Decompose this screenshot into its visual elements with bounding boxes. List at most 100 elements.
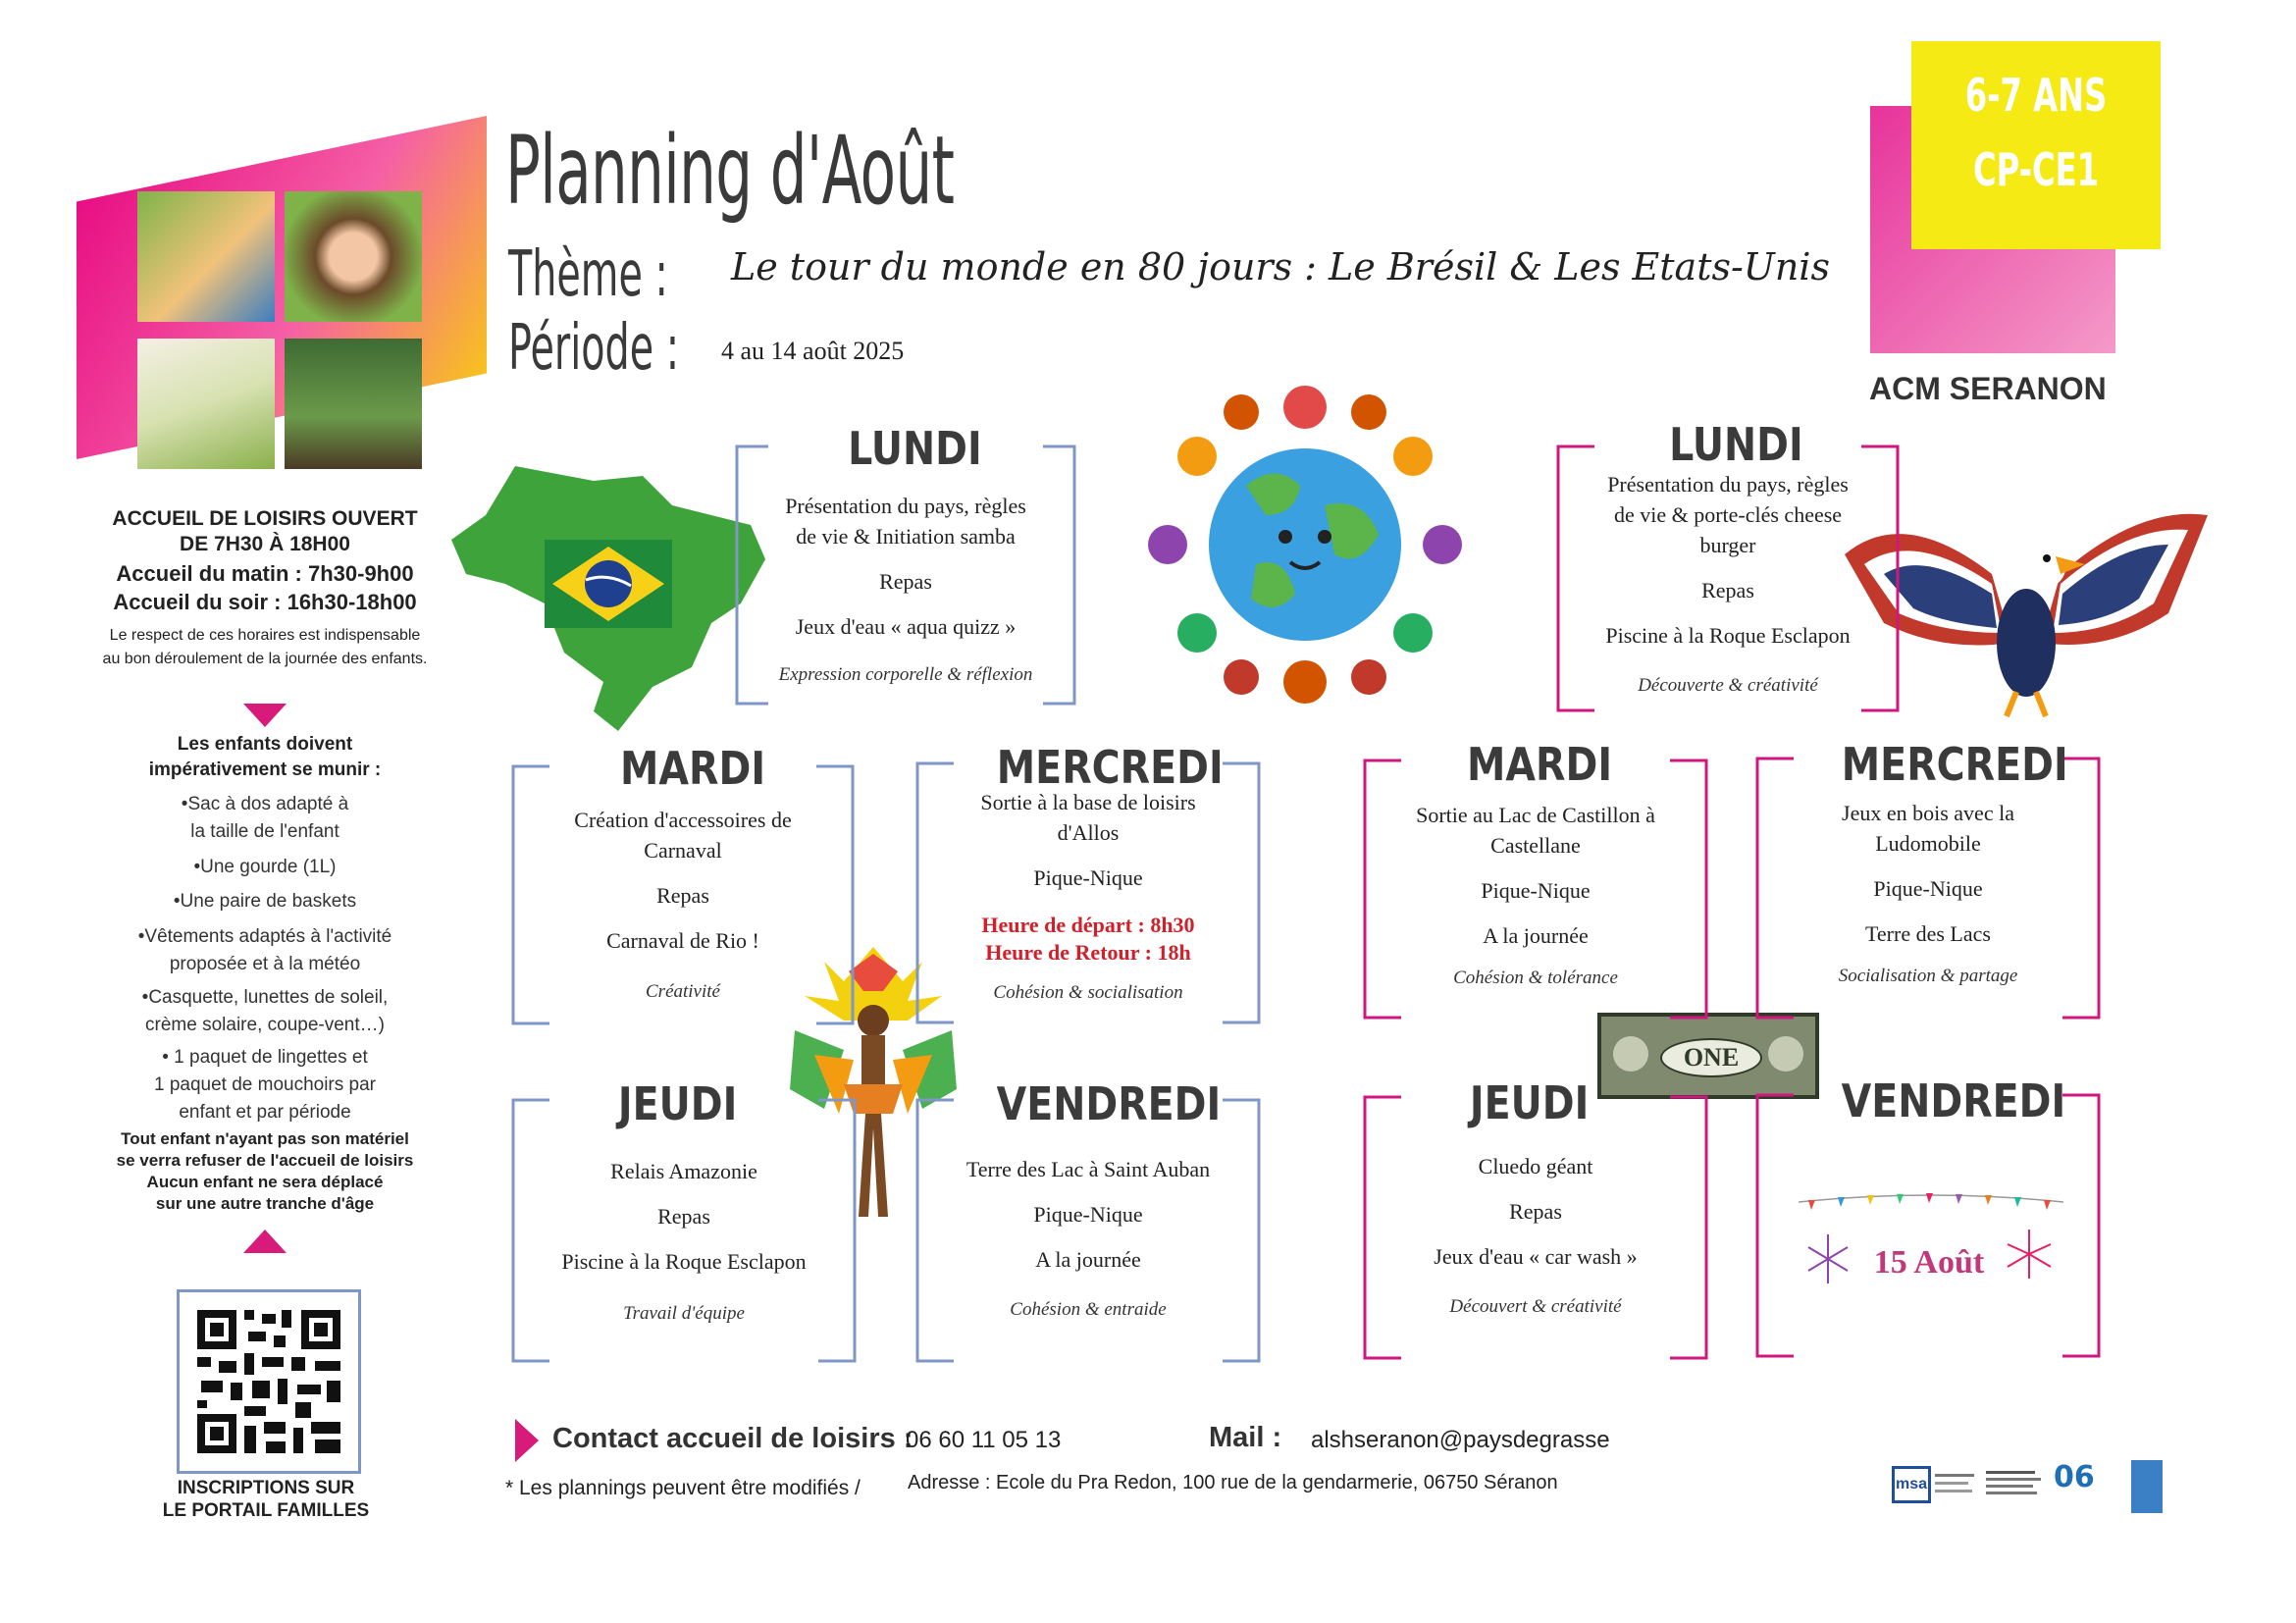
usa-vendredi-box: VENDREDI 15 Août (1754, 1074, 2102, 1359)
bracket-frame (1755, 757, 2101, 1020)
activity-line: Piscine à la Roque Esclapon (1605, 623, 1851, 648)
msa-logo: msa (1892, 1466, 1931, 1503)
age-range: 6-7 ANS (1964, 69, 2108, 122)
activity-tag: Cohésion & tolérance (1453, 968, 1618, 988)
activity-line: Carnaval (644, 838, 722, 863)
activity-line: Relais Amazonie (610, 1159, 757, 1183)
equipment-item: •Sac à dos adapté à (181, 794, 349, 814)
activity-line: Jeux en bois avec la (1842, 801, 2014, 825)
day-title-jeudi: JEUDI (617, 1077, 738, 1130)
equipment-heading-2: impérativement se munir : (148, 759, 382, 780)
period-label: Période : (508, 312, 680, 385)
brazil-mardi-box: MARDI Création d'accessoires de Carnaval… (510, 742, 856, 1026)
caf-logo (2131, 1460, 2163, 1513)
samba-dancer-illustration (790, 947, 957, 1217)
activity-line: Repas (657, 1204, 710, 1229)
activity-line: Castellane (1490, 833, 1581, 858)
contact-phone[interactable]: 06 60 11 05 13 (906, 1427, 1062, 1453)
dollar-eagle-seal-icon (1768, 1036, 1803, 1072)
mail-label: Mail : (1209, 1422, 1282, 1453)
equipment-item: crème solaire, coupe-vent…) (145, 1014, 385, 1035)
brazil-map-icon (451, 466, 765, 731)
activity-line: Piscine à la Roque Esclapon (561, 1249, 807, 1274)
equipment-item: •Casquette, lunettes de soleil, (141, 986, 389, 1008)
activity-line: Carnaval de Rio ! (606, 928, 759, 953)
organisation-name: ACM SERANON (1869, 371, 2107, 406)
globe-children-illustration (1148, 386, 1462, 704)
activity-tag: Expression corporelle & réflexion (778, 664, 1033, 685)
activity-line: Pique-Nique (1873, 876, 1983, 901)
activity-tag: Cohésion & entraide (1010, 1299, 1167, 1320)
contact-label: Contact accueil de loisirs : (552, 1423, 913, 1454)
bracket-frame (511, 764, 855, 1025)
opening-title-2: DE 7H30 À 18H00 (180, 533, 350, 555)
planning-note: * Les plannings peuvent être modifiés / (505, 1477, 861, 1499)
contact-email[interactable]: alshseranon@paysdegrasse (1311, 1427, 1610, 1453)
day-title-mercredi: MERCREDI (996, 741, 1224, 794)
photo-child-1 (137, 191, 275, 322)
bracket-frame (1363, 1095, 1708, 1360)
schedule-respect-note: Le respect de ces horaires est indispens… (88, 624, 442, 671)
opening-hours: ACCUEIL DE LOISIRS OUVERT DE 7H30 À 18H0… (88, 506, 442, 557)
day-title-lundi: LUNDI (1669, 418, 1803, 471)
activity-line: Pique-Nique (1033, 1202, 1143, 1227)
bracket-frame (915, 761, 1261, 1024)
fireworks-icon (1798, 1193, 2064, 1283)
day-title-mercredi: MERCREDI (1841, 738, 2068, 791)
equipment-item: • 1 paquet de lingettes et (162, 1047, 368, 1069)
activity-line: Repas (1509, 1199, 1562, 1224)
equipment-item: la taille de l'enfant (190, 820, 339, 842)
bracket-frame (915, 1098, 1261, 1363)
activity-line: Présentation du pays, règles (785, 494, 1026, 518)
return-time: Heure de Retour : 18h (985, 940, 1191, 965)
activity-line: burger (1699, 533, 1756, 557)
activity-line: Terre des Lacs (1865, 921, 1991, 946)
activity-tag: Travail d'équipe (623, 1303, 745, 1324)
photo-children-group (285, 191, 422, 322)
activity-line: Jeux d'eau « car wash » (1434, 1244, 1638, 1269)
activity-tag: Créativité (646, 981, 720, 1002)
photo-children-bikes (285, 339, 422, 469)
warning-line-2: se verra refuser de l'accueil de loisirs (116, 1151, 414, 1170)
respect-line-2: au bon déroulement de la journée des enf… (102, 651, 428, 667)
dollar-bill-label: ONE (1660, 1038, 1762, 1077)
day-title-lundi: LUNDI (848, 422, 982, 475)
page-title: Planning d'Août (505, 116, 955, 226)
evening-reception: Accueil du soir : 16h30-18h00 (113, 590, 417, 614)
warning-line-4: sur une autre tranche d'âge (155, 1194, 375, 1213)
activity-line: de vie & porte-clés cheese (1613, 502, 1843, 527)
activity-line: Création d'accessoires de (574, 808, 792, 832)
equipment-warning: Tout enfant n'ayant pas son matériel se … (88, 1128, 442, 1215)
day-title-jeudi: JEUDI (1469, 1076, 1590, 1129)
warning-line-1: Tout enfant n'ayant pas son matériel (121, 1129, 409, 1148)
contact-arrow-icon (515, 1419, 539, 1462)
reception-times: Accueil du matin : 7h30-9h00 Accueil du … (88, 559, 442, 616)
activity-line: Sortie au Lac de Castillon à (1416, 803, 1655, 827)
activity-tag: Cohésion & socialisation (993, 982, 1183, 1003)
qr-code-frame[interactable] (177, 1289, 361, 1474)
morning-reception: Accueil du matin : 7h30-9h00 (116, 561, 414, 586)
msa-logo-text (1935, 1468, 1982, 1501)
day-title-mardi: MARDI (1467, 738, 1613, 791)
theme-label: Thème : (508, 238, 668, 311)
period-value: 4 au 14 août 2025 (721, 337, 905, 365)
inscriptions-line-1: INSCRIPTIONS SUR (177, 1478, 355, 1498)
activity-tag: Découverte & créativité (1638, 675, 1818, 696)
bracket-frame (1755, 1093, 2101, 1358)
age-badge: 6-7 ANS CP-CE1 (1911, 41, 2161, 249)
day-title-vendredi: VENDREDI (1841, 1074, 2066, 1127)
brazil-lundi-box: LUNDI Présentation du pays, règles de vi… (734, 422, 1077, 707)
theme-value: Le tour du monde en 80 jours : Le Brésil… (731, 245, 1830, 288)
activity-line: Repas (879, 569, 932, 594)
dollar-seal-icon (1613, 1036, 1648, 1072)
activity-line: Cluedo géant (1478, 1154, 1593, 1178)
eagle-illustration (1845, 513, 2208, 718)
department-06-logo: 06 (2054, 1460, 2095, 1494)
usa-mardi-box: MARDI Sortie au Lac de Castillon à Caste… (1362, 738, 1709, 1021)
activity-line: A la journée (1483, 923, 1589, 948)
school-level: CP-CE1 (1972, 143, 2100, 196)
equipment-list: •Sac à dos adapté à la taille de l'enfan… (88, 791, 442, 1126)
brazil-mercredi-box: MERCREDI Sortie à la base de loisirs d'A… (914, 741, 1262, 1025)
activity-tag: Socialisation & partage (1838, 966, 2018, 986)
activity-line: Pique-Nique (1033, 865, 1143, 890)
